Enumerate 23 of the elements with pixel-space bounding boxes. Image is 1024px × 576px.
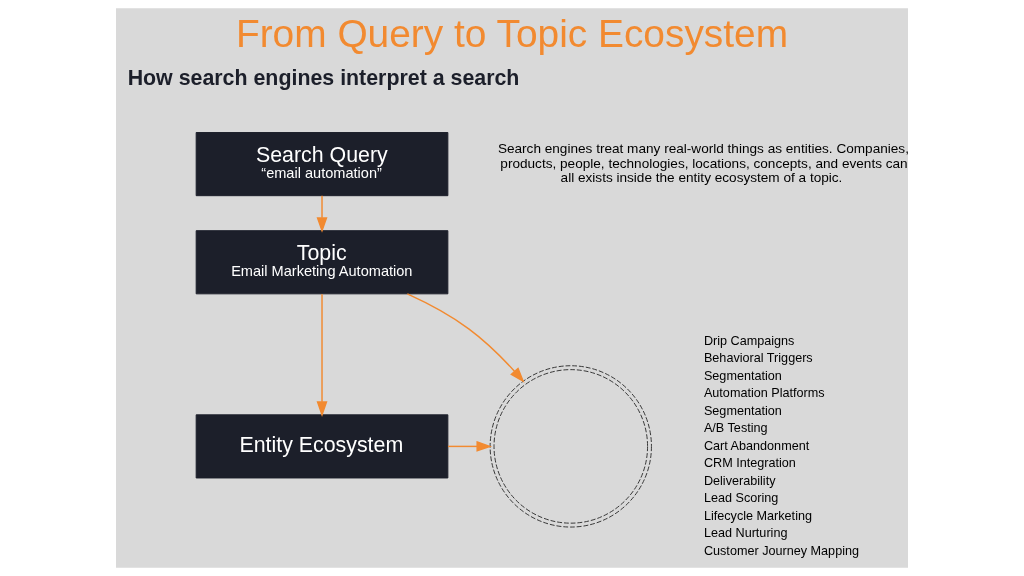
label: Cart Abandonment xyxy=(703,438,810,453)
label: Segmentation xyxy=(703,403,782,418)
label: How search engines interpret a search xyxy=(127,65,520,90)
label: Lifecycle Marketing xyxy=(703,508,812,523)
label: Drip Campaigns xyxy=(703,333,795,348)
arrow xyxy=(316,293,328,417)
label: Automation Platforms xyxy=(703,386,825,401)
label: Customer Journey Mapping xyxy=(703,543,860,558)
label: Segmentation xyxy=(703,368,782,383)
label: A/B Testing xyxy=(703,421,768,436)
label: Search engines treat many real-world things as entities. Companies, products, people, technologies, locations, concepts, and events can all exists inside the entity ecosystem of a topic. xyxy=(497,141,909,186)
node-box: Entity Ecosystem xyxy=(195,414,449,479)
arrow xyxy=(406,293,525,383)
label: CRM Integration xyxy=(703,456,796,471)
diagram-title: From Query to Topic Ecosystem xyxy=(235,12,789,55)
label: Lead Nurturing xyxy=(703,526,788,541)
arrow xyxy=(316,195,328,233)
label: Deliverability xyxy=(703,473,776,488)
arrow xyxy=(447,440,492,452)
node-box: Search Query “email automation” xyxy=(195,132,449,197)
node-box: Topic Email Marketing Automation xyxy=(195,230,449,295)
label: Lead Scoring xyxy=(703,491,779,506)
label: Behavioral Triggers xyxy=(703,351,813,366)
